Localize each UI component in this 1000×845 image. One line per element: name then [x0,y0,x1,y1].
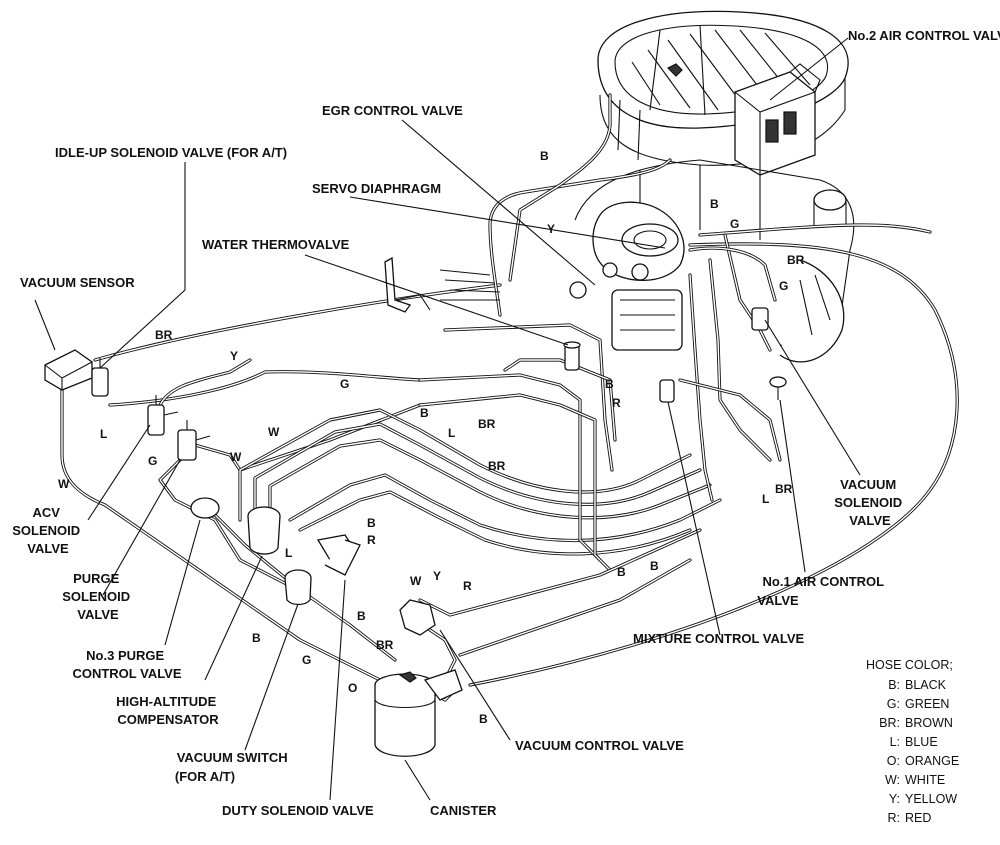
legend-code: W: [885,773,900,787]
legend-name: ORANGE [905,754,959,768]
legend-name: WHITE [905,773,945,787]
leader-lines [34,37,861,801]
hose-tag: BR [478,417,496,431]
hose-tag: BR [488,459,506,473]
hose-tag: B [420,406,429,420]
legend-name: BROWN [905,716,953,730]
label-idle-up-solenoid-valve: IDLE-UP SOLENOID VALVE (FOR A/T) [55,145,287,160]
label-vacuum-sensor: VACUUM SENSOR [20,275,135,290]
label-purge-solenoid-valve: PURGE SOLENOID VALVE [62,571,134,622]
component-labels: No.2 AIR CONTROL VALVE EGR CONTROL VALVE… [12,28,1000,818]
engine-block [574,159,855,363]
legend-name: RED [905,811,931,825]
legend-entry: G: GREEN [887,697,950,711]
hose-tag: G [779,279,788,293]
hose-tag: W [230,450,242,464]
hose-tag: G [302,653,311,667]
hose-tag: B [710,197,719,211]
legend-entry: B: BLACK [888,678,946,692]
legend-entry: L: BLUE [890,735,938,749]
hose-tag: Y [547,222,555,236]
hose-tag: Y [230,349,238,363]
hose-tag: B [617,565,626,579]
hose-tag: W [58,477,70,491]
legend-name: BLACK [905,678,947,692]
label-canister: CANISTER [430,803,497,818]
label-egr-control-valve: EGR CONTROL VALVE [322,103,463,118]
components [44,256,787,757]
legend-name: YELLOW [905,792,957,806]
legend-code: Y: [889,792,900,806]
center-hose-bundle [238,93,782,572]
legend-entry: R: RED [888,811,932,825]
label-servo-diaphragm: SERVO DIAPHRAGM [312,181,441,196]
lower-hoses [413,528,702,702]
hose-tag: L [448,426,455,440]
label-vacuum-solenoid-valve: VACUUM SOLENOID VALVE [834,477,906,528]
hose-color-legend: HOSE COLOR; B: BLACK G: GREEN BR: BROWN … [866,658,959,825]
hose-tag: B [479,712,488,726]
hose-tag: R [463,579,472,593]
label-mixture-control-valve: MIXTURE CONTROL VALVE [633,631,805,646]
hose-tag: B [540,149,549,163]
legend-code: R: [888,811,901,825]
label-no1-air-control-valve: No.1 AIR CONTROL VALVE [757,574,887,608]
legend-code: G: [887,697,900,711]
label-water-thermovalve: WATER THERMOVALVE [202,237,350,252]
hose-tag: B [252,631,261,645]
legend-title: HOSE COLOR; [866,658,953,672]
hose-tag: W [268,425,280,439]
hose-tag: BR [775,482,793,496]
hose-tag: W [410,574,422,588]
label-vacuum-control-valve: VACUUM CONTROL VALVE [515,738,684,753]
label-duty-solenoid-valve: DUTY SOLENOID VALVE [222,803,374,818]
legend-code: B: [888,678,900,692]
hose-tag: O [348,681,357,695]
hose-color-tags: B Y B G BR G BR Y G L G W W W B L BR B R… [58,149,805,726]
hose-tag: B [357,609,366,623]
label-no2-air-control-valve: No.2 AIR CONTROL VALVE [848,28,1000,43]
legend-code: L: [890,735,900,749]
hose-tag: BR [787,253,805,267]
hose-tag: L [285,546,292,560]
label-vacuum-switch: VACUUM SWITCH (FOR A/T) [175,750,291,784]
hose-tag: Y [433,569,441,583]
hose-tag: G [148,454,157,468]
hose-tag: L [100,427,107,441]
hose-tag: B [367,516,376,530]
legend-entry: O: ORANGE [887,754,959,768]
hose-tag: B [605,377,614,391]
hose-tag: R [367,533,376,547]
legend-code: O: [887,754,900,768]
legend-entry: BR: BROWN [879,716,953,730]
legend-name: BLUE [905,735,938,749]
hose-tag: BR [155,328,173,342]
hose-tag: R [612,396,621,410]
label-acv-solenoid-valve: ACV SOLENOID VALVE [12,505,84,556]
legend-name: GREEN [905,697,949,711]
no2-air-control-valve-part [734,63,821,176]
label-high-altitude-compensator: HIGH-ALTITUDE COMPENSATOR [116,694,220,727]
hose-tag: B [650,559,659,573]
engine-drawing [34,10,959,801]
legend-entry: W: WHITE [885,773,945,787]
hose-tag: G [340,377,349,391]
hose-tag: G [730,217,739,231]
label-no3-purge-control-valve: No.3 PURGE CONTROL VALVE [72,648,181,681]
legend-code: BR: [879,716,900,730]
legend-entry: Y: YELLOW [889,792,957,806]
hose-tag: L [762,492,769,506]
hose-tag: BR [376,638,394,652]
